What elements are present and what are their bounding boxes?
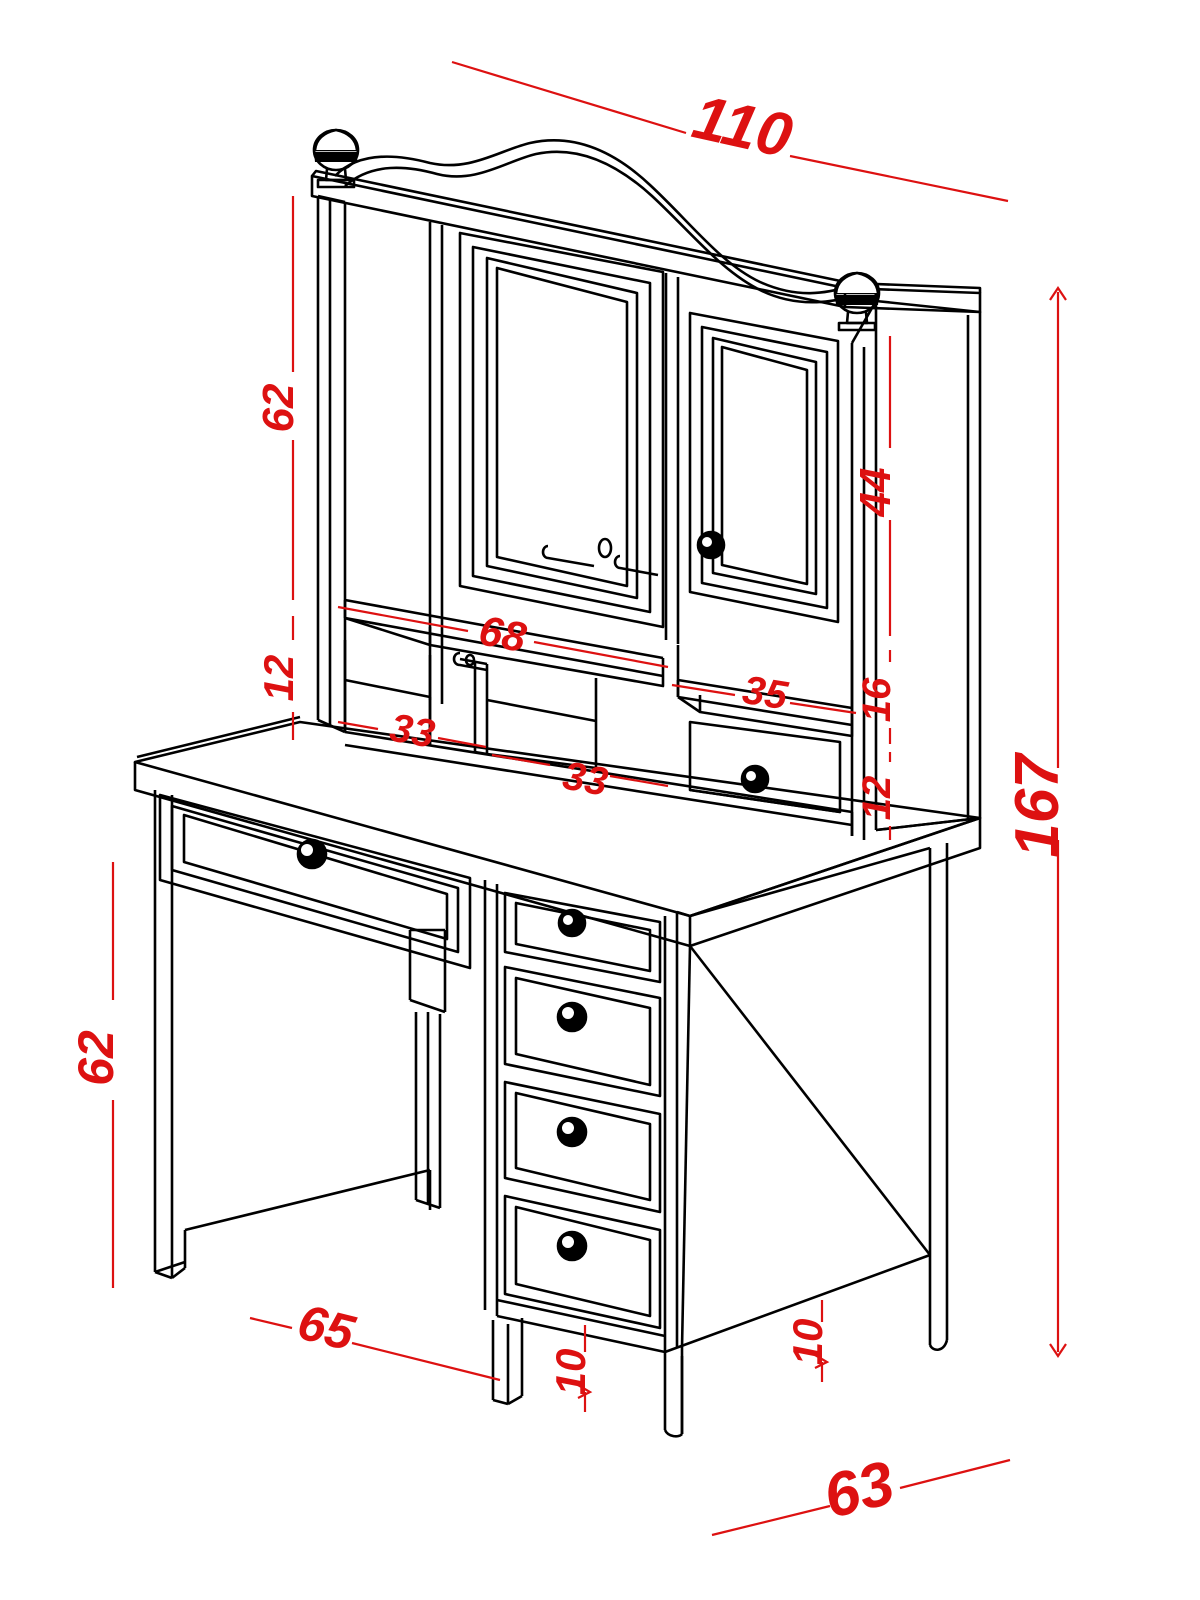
- dim-label-overall-height: 167: [1003, 752, 1072, 858]
- dimline-65-right: [351, 1341, 501, 1382]
- dimline-35-right: [789, 701, 857, 715]
- dim-label-hutch-height: 62: [254, 383, 303, 432]
- arrow-167-top: [1049, 286, 1067, 301]
- ball-finial-left: [312, 128, 360, 189]
- dimline-110-right: [789, 154, 1009, 203]
- arrow-167-bottom: [1049, 1343, 1067, 1358]
- dimline-63-right: [899, 1458, 1011, 1490]
- pedestal-drawer-1: [503, 891, 662, 984]
- hutch-carcass: [316, 194, 982, 840]
- dim-label-side-shelf-width: 35: [740, 668, 792, 719]
- dimline-68-right: [533, 640, 669, 669]
- desk-back-apron: [676, 846, 932, 1349]
- dimension-lines: [111, 60, 1067, 1537]
- dim-label-opening-center: 33: [560, 754, 611, 805]
- pedestal-drawer-2: [503, 965, 662, 1098]
- dim-label-leg-back: 10: [784, 1319, 831, 1366]
- dim-label-mirror-width: 68: [475, 606, 530, 661]
- dimline-110-left: [451, 60, 687, 135]
- dimline-33b-right: [609, 774, 669, 788]
- arrow-10a: [577, 1384, 593, 1399]
- dim-label-opening-left: 33: [387, 706, 438, 757]
- leg-front-right: [663, 1348, 684, 1438]
- leg-back-right: [928, 843, 949, 1351]
- ball-finial-right: [833, 271, 881, 332]
- dim-label-desk-height: 62: [68, 1030, 124, 1086]
- dimline-63-left: [711, 1504, 831, 1537]
- dimline-33b-left: [491, 753, 551, 767]
- furniture-outline: [133, 128, 982, 1438]
- scalloped-crown-molding: [334, 139, 879, 305]
- kneehole-divider: [408, 928, 447, 1210]
- leg-front-left: [491, 1318, 524, 1406]
- dim-label-shelf-height: 16: [855, 677, 899, 722]
- arrow-10b: [814, 1354, 830, 1369]
- dimline-33a-left: [337, 720, 379, 731]
- desk-center-drawer: [158, 793, 472, 970]
- dimline-65-left: [249, 1316, 293, 1330]
- dim-label-hutch-base-gap: 12: [255, 655, 302, 702]
- pedestal-drawer-4: [503, 1194, 662, 1330]
- dimline-33a-right: [437, 736, 487, 749]
- pedestal-drawer-3: [503, 1080, 662, 1214]
- drawer-pedestal: [483, 880, 679, 1354]
- dim-label-overall-depth: 63: [817, 1448, 901, 1532]
- dim-label-leg-front: 10: [547, 1349, 594, 1396]
- dim-label-hutch-drawer-height: 12: [855, 776, 899, 821]
- dimline-35-left: [671, 683, 736, 697]
- desk-left-leg: [153, 790, 432, 1280]
- dim-label-overall-width: 110: [687, 83, 798, 172]
- dim-label-door-height: 44: [851, 468, 900, 518]
- dim-label-desk-width: 65: [292, 1294, 361, 1362]
- dimline-68-left: [337, 605, 469, 633]
- dimension-labels: 110 167 62 12 68 35 33 33 44 16 12 62 65…: [68, 83, 1072, 1532]
- desk-top: [133, 715, 982, 948]
- desk-drawer-knob: [296, 838, 328, 870]
- door-knob: [696, 530, 726, 560]
